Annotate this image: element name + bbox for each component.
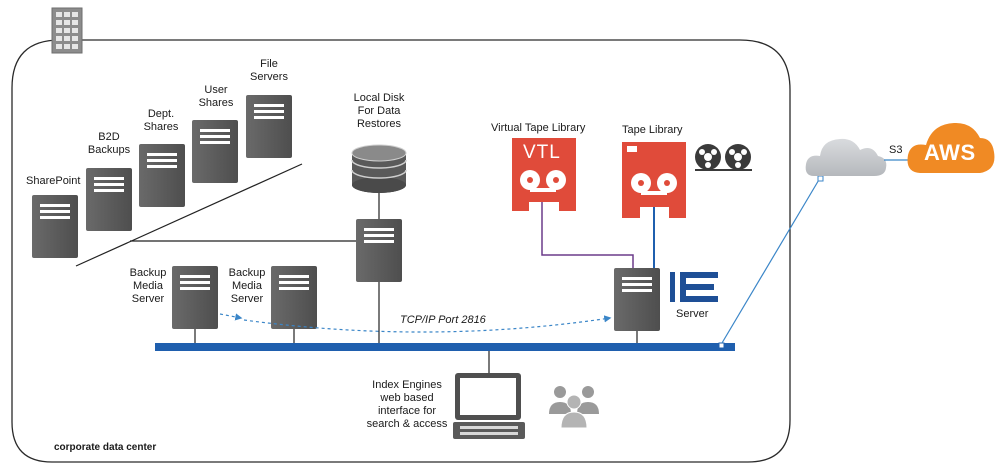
- label-ie-line3: interface for: [377, 405, 437, 417]
- cloud-link-line: [721, 177, 821, 344]
- storage-diagonal-line: [75, 163, 303, 267]
- label-ie-server: Server: [676, 308, 709, 320]
- label-user-line1: User: [204, 84, 228, 96]
- disk-stack-icon: [351, 144, 407, 193]
- label-index-engines: Index Engines web based interface for se…: [362, 379, 452, 431]
- label-local-disk-line2: For Data: [357, 105, 401, 117]
- bus-end-connector: [718, 342, 725, 349]
- label-file-line2: Servers: [250, 71, 288, 83]
- aws-logo-icon: [907, 122, 995, 173]
- cloud-icon: [805, 138, 887, 176]
- server-icon-user: [192, 120, 238, 183]
- label-s3: S3: [889, 144, 903, 156]
- label-b2d: B2D Backups: [86, 131, 132, 157]
- label-local-disk: Local Disk For Data Restores: [344, 92, 414, 131]
- label-tape-library: Tape Library: [622, 124, 683, 136]
- server-icon-ie: [614, 268, 660, 331]
- label-b2d-line2: Backups: [87, 144, 131, 156]
- label-dept-line1: Dept.: [147, 108, 175, 120]
- label-bms1-line1: Backup: [129, 267, 167, 279]
- label-backup-media-1: Backup Media Server: [126, 267, 170, 306]
- label-ie-line2: web based: [380, 392, 434, 404]
- data-center-boundary: [11, 39, 791, 463]
- label-dept-line2: Shares: [143, 121, 179, 133]
- label-file-line1: File: [260, 58, 278, 70]
- label-tcp-port: TCP/IP Port 2816: [400, 314, 486, 326]
- dashed-arrow-long: [243, 315, 612, 333]
- label-file: File Servers: [246, 58, 292, 84]
- dashed-arrow-short: [219, 313, 243, 321]
- label-ie-line1: Index Engines: [372, 379, 442, 391]
- label-vtl-title: Virtual Tape Library: [491, 122, 586, 134]
- label-bms2-line3: Server: [230, 293, 264, 305]
- label-ie-line4: search & access: [366, 418, 448, 430]
- vtl-link-line: [541, 202, 634, 268]
- tape-library-icon: [622, 142, 686, 218]
- label-user-line2: Shares: [198, 97, 234, 109]
- server-icon-local-disk: [356, 219, 402, 282]
- users-icon: [549, 386, 599, 429]
- server-icon-backup-media-1: [172, 266, 218, 329]
- server-icon-file: [246, 95, 292, 158]
- label-user: User Shares: [193, 84, 239, 110]
- tape-reels-icon: [695, 144, 752, 171]
- label-bms2-line2: Media: [232, 280, 262, 292]
- label-dept: Dept. Shares: [138, 108, 184, 134]
- server-icon-sharepoint: [32, 195, 78, 258]
- vtl-icon: [512, 138, 576, 211]
- network-bus: [155, 343, 735, 351]
- ie-logo-icon: [670, 272, 718, 302]
- label-local-disk-line1: Local Disk: [353, 92, 405, 104]
- label-local-disk-line3: Restores: [356, 118, 402, 130]
- vtl-text: VTL: [523, 142, 561, 163]
- label-sharepoint: SharePoint: [26, 175, 81, 187]
- label-bms1-line2: Media: [133, 280, 163, 292]
- server-icon-dept: [139, 144, 185, 207]
- server-icon-backup-media-2: [271, 266, 317, 329]
- label-backup-media-2: Backup Media Server: [225, 267, 269, 306]
- label-bms2-line1: Backup: [228, 267, 266, 279]
- aws-text: AWS: [924, 140, 976, 165]
- server-icon-b2d: [86, 168, 132, 231]
- laptop-icon: [453, 373, 525, 439]
- label-corporate-data-center: corporate data center: [54, 442, 157, 453]
- building-icon: [51, 7, 83, 54]
- label-b2d-line1: B2D: [98, 131, 120, 143]
- cloud-connector: [817, 175, 824, 182]
- label-bms1-line3: Server: [131, 293, 165, 305]
